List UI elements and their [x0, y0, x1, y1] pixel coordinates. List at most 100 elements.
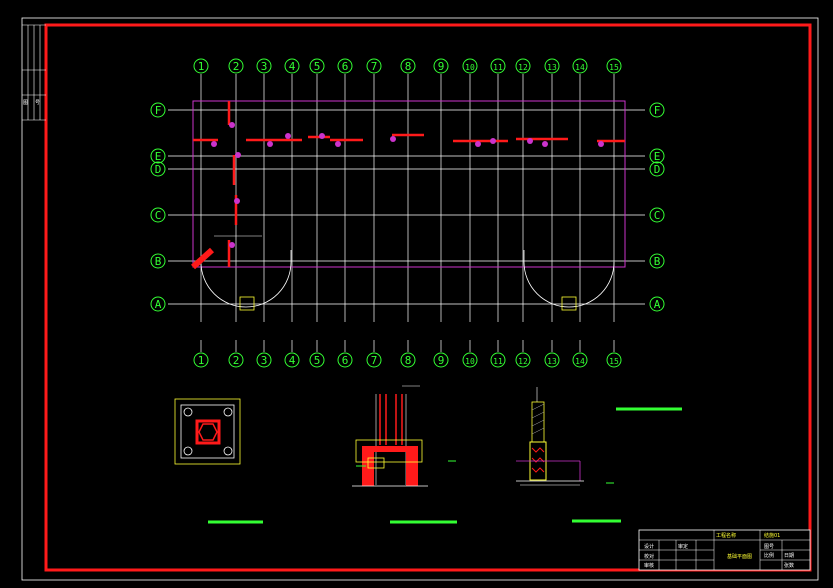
axis-bubble-right: F	[649, 102, 665, 118]
svg-text:A: A	[155, 298, 162, 311]
axis-bubbles: 1122334455667788991010111112121313141415…	[150, 58, 665, 368]
inner-border	[44, 23, 812, 572]
structural-members	[190, 101, 625, 270]
axis-bubble-top: 4	[284, 58, 300, 74]
axis-bubble-right: B	[649, 253, 665, 269]
axis-bubble-bottom: 15	[606, 352, 622, 368]
building-outline	[192, 100, 626, 268]
svg-text:8: 8	[405, 60, 412, 73]
title-block-project: 工程名称	[716, 532, 736, 539]
axis-bubble-top: 10	[462, 58, 478, 74]
sidebar-label-1: 图	[23, 100, 28, 106]
axis-bubble-bottom: 3	[256, 352, 272, 368]
svg-text:6: 6	[342, 60, 349, 73]
axis-bubble-bottom: 13	[544, 352, 560, 368]
title-block-row-1: 设计	[644, 543, 654, 550]
axis-bubble-bottom: 2	[228, 352, 244, 368]
outer-frame	[21, 17, 819, 581]
axis-bubble-bottom: 4	[284, 352, 300, 368]
wall-foundation-detail	[516, 387, 614, 486]
svg-text:B: B	[654, 255, 661, 268]
sidebar-label-2: 号	[35, 100, 40, 106]
svg-text:B: B	[155, 255, 162, 268]
binding-strip: 图 号	[22, 24, 46, 121]
svg-text:E: E	[155, 150, 162, 163]
svg-text:4: 4	[289, 60, 296, 73]
title-block-drawing-no: 结施01	[764, 532, 780, 539]
axis-bubble-top: 13	[544, 58, 560, 74]
svg-text:11: 11	[493, 63, 503, 72]
svg-text:14: 14	[575, 63, 585, 72]
axis-bubble-bottom: 7	[366, 352, 382, 368]
axis-bubble-top: 15	[606, 58, 622, 74]
column-nodes	[211, 122, 604, 248]
entrance-left	[200, 250, 292, 311]
axis-bubble-left: E	[150, 148, 166, 164]
title-block-row-2: 校对	[644, 553, 654, 560]
svg-text:2: 2	[233, 354, 240, 367]
title-block-row-4: 审定	[678, 543, 688, 550]
svg-text:11: 11	[493, 357, 503, 366]
svg-text:5: 5	[314, 60, 321, 73]
title-block-row-3: 审核	[644, 562, 654, 569]
axis-bubble-top: 5	[309, 58, 325, 74]
svg-text:15: 15	[609, 357, 619, 366]
svg-text:12: 12	[518, 357, 528, 366]
axis-bubble-right: C	[649, 207, 665, 223]
title-block-right-3: 日期	[784, 553, 794, 559]
svg-text:13: 13	[547, 63, 557, 72]
svg-text:D: D	[155, 163, 162, 176]
axis-bubble-top: 9	[433, 58, 449, 74]
svg-text:15: 15	[609, 63, 619, 72]
svg-text:3: 3	[261, 60, 268, 73]
axis-bubble-top: 8	[400, 58, 416, 74]
axis-bubble-top: 1	[193, 58, 209, 74]
svg-text:C: C	[155, 209, 162, 222]
axis-bubble-bottom: 10	[462, 352, 478, 368]
svg-text:6: 6	[342, 354, 349, 367]
title-block: 工程名称 结施01 基础平面图 设计 校对 审核 审定 图号 比例 日期 张数	[638, 529, 811, 571]
svg-text:E: E	[654, 150, 661, 163]
svg-text:10: 10	[465, 63, 475, 72]
title-block-right-1: 图号	[764, 544, 774, 550]
axis-bubble-top: 3	[256, 58, 272, 74]
svg-text:13: 13	[547, 357, 557, 366]
svg-text:A: A	[654, 298, 661, 311]
axis-bubble-bottom: 12	[515, 352, 531, 368]
axis-bubble-right: E	[649, 148, 665, 164]
svg-text:5: 5	[314, 354, 321, 367]
axis-bubble-bottom: 8	[400, 352, 416, 368]
svg-text:D: D	[654, 163, 661, 176]
axis-bubble-top: 6	[337, 58, 353, 74]
axis-bubble-top: 2	[228, 58, 244, 74]
svg-text:F: F	[155, 104, 162, 117]
axis-bubble-left: C	[150, 207, 166, 223]
axis-bubble-bottom: 9	[433, 352, 449, 368]
title-block-drawing-title: 基础平面图	[727, 553, 752, 560]
axis-bubble-left: B	[150, 253, 166, 269]
grid-lines	[168, 74, 645, 352]
axis-bubble-top: 7	[366, 58, 382, 74]
svg-text:3: 3	[261, 354, 268, 367]
entrance-right	[523, 250, 615, 311]
axis-bubble-right: D	[649, 161, 665, 177]
svg-text:1: 1	[198, 60, 205, 73]
axis-bubble-left: F	[150, 102, 166, 118]
svg-text:9: 9	[438, 60, 445, 73]
axis-bubble-bottom: 6	[337, 352, 353, 368]
axis-bubble-bottom: 1	[193, 352, 209, 368]
svg-text:10: 10	[465, 357, 475, 366]
svg-text:8: 8	[405, 354, 412, 367]
svg-text:14: 14	[575, 357, 585, 366]
axis-bubble-left: A	[150, 296, 166, 312]
svg-text:7: 7	[371, 354, 378, 367]
axis-bubble-left: D	[150, 161, 166, 177]
svg-text:9: 9	[438, 354, 445, 367]
axis-bubble-right: A	[649, 296, 665, 312]
svg-text:7: 7	[371, 60, 378, 73]
svg-text:F: F	[654, 104, 661, 117]
svg-text:4: 4	[289, 354, 296, 367]
footing-section-detail	[352, 385, 456, 487]
axis-bubble-bottom: 5	[309, 352, 325, 368]
